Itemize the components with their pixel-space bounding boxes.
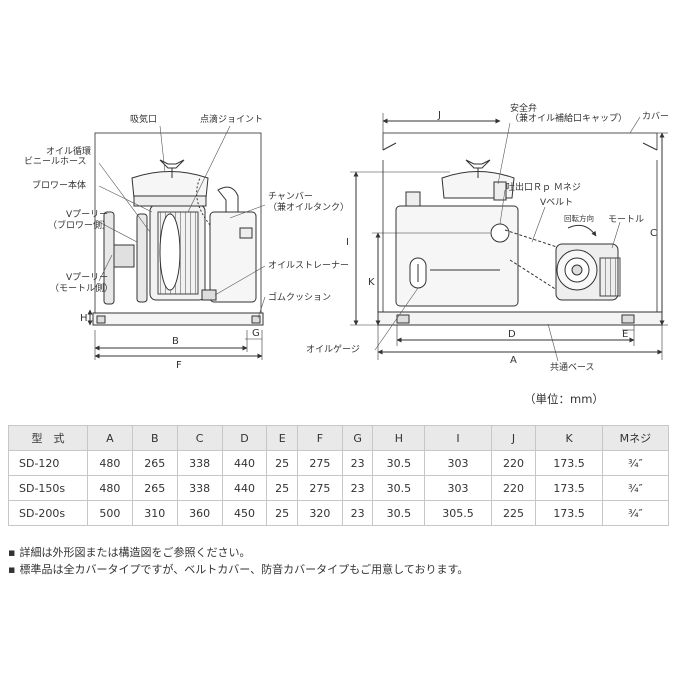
label-v-belt: Vベルト bbox=[540, 198, 573, 208]
label-v-pulley-blower-2: （ブロワー側） bbox=[48, 219, 111, 231]
label-rotation: 回転方向 bbox=[564, 213, 594, 223]
dim-k: K bbox=[368, 277, 375, 288]
table-cell: 303 bbox=[424, 450, 492, 476]
dim-a: A bbox=[510, 355, 517, 366]
dim-g: G bbox=[252, 328, 260, 339]
col-header: F bbox=[296, 425, 343, 451]
table-cell: 225 bbox=[490, 500, 537, 526]
table-cell: 320 bbox=[296, 500, 343, 526]
label-rubber-cushion: ゴムクッション bbox=[268, 291, 331, 303]
label-drip-joint: 点滴ジョイント bbox=[200, 113, 263, 125]
table-cell: 173.5 bbox=[535, 475, 603, 501]
table-cell: 30.5 bbox=[372, 500, 426, 526]
table-cell: 305.5 bbox=[424, 500, 492, 526]
table-cell: 310 bbox=[131, 500, 178, 526]
front-view-labels: 安全弁 （兼オイル補給口キャップ） カバー 吐出口Ｒｐ Ｍネジ Vベルト 回転方… bbox=[306, 102, 669, 373]
col-header: E bbox=[266, 425, 298, 451]
table-cell: ¾″ bbox=[601, 475, 670, 501]
table-cell: 23 bbox=[341, 475, 374, 501]
table-cell: 173.5 bbox=[535, 450, 603, 476]
label-intake: 吸気口 bbox=[130, 113, 157, 125]
label-motor: モートル bbox=[608, 215, 644, 225]
note-item: 詳細は外形図または構造図をご参照ください。 bbox=[8, 544, 468, 561]
table-cell: 220 bbox=[490, 450, 537, 476]
table-cell: 30.5 bbox=[372, 450, 426, 476]
dim-f: F bbox=[176, 360, 182, 371]
label-blower-body: ブロワー本体 bbox=[32, 179, 86, 191]
col-header: B bbox=[131, 425, 178, 451]
col-header: C bbox=[176, 425, 223, 451]
label-cover: カバー bbox=[642, 111, 669, 122]
cell-model: SD-120 bbox=[8, 450, 88, 476]
table-cell: 173.5 bbox=[535, 500, 603, 526]
label-v-pulley-blower-1: Vプーリー bbox=[66, 209, 108, 220]
dim-e: E bbox=[622, 329, 628, 340]
spec-table: 型 式 A B C D E F G H I J K Mネジ SD-120 480… bbox=[8, 425, 670, 526]
table-cell: 25 bbox=[266, 450, 298, 476]
table-cell: 275 bbox=[296, 475, 343, 501]
left-side-view bbox=[87, 125, 266, 360]
table-cell: 338 bbox=[176, 450, 223, 476]
table-cell: 450 bbox=[221, 500, 268, 526]
table-cell: 275 bbox=[296, 450, 343, 476]
cell-model: SD-200s bbox=[8, 500, 88, 526]
table-cell: 30.5 bbox=[372, 475, 426, 501]
col-header: 型 式 bbox=[8, 425, 88, 451]
dim-h: H bbox=[80, 313, 88, 324]
table-cell: ¾″ bbox=[601, 500, 670, 526]
table-cell: 23 bbox=[341, 450, 374, 476]
left-view-labels: 吸気口 点滴ジョイント オイル循環 ビニールホース ブロワー本体 Vプーリー （… bbox=[24, 113, 349, 371]
label-chamber-2: （兼オイルタンク） bbox=[268, 201, 349, 213]
table-cell: 338 bbox=[176, 475, 223, 501]
table-cell: 480 bbox=[87, 475, 133, 501]
cell-model: SD-150s bbox=[8, 475, 88, 501]
table-cell: 25 bbox=[266, 500, 298, 526]
table-cell: 480 bbox=[87, 450, 133, 476]
note-item: 標準品は全カバータイプですが、ベルトカバー、防音カバータイプもご用意しております… bbox=[8, 561, 468, 578]
col-header: Mネジ bbox=[601, 425, 670, 451]
front-view bbox=[350, 113, 668, 362]
table-cell: 25 bbox=[266, 475, 298, 501]
table-row: SD-150s 480 265 338 440 25 275 23 30.5 3… bbox=[8, 475, 670, 501]
col-header: G bbox=[341, 425, 374, 451]
table-cell: 265 bbox=[131, 475, 178, 501]
table-header-row: 型 式 A B C D E F G H I J K Mネジ bbox=[8, 425, 670, 451]
table-cell: ¾″ bbox=[601, 450, 670, 476]
dim-c: C bbox=[650, 228, 657, 239]
table-cell: 303 bbox=[424, 475, 492, 501]
table-row: SD-200s 500 310 360 450 25 320 23 30.5 3… bbox=[8, 500, 670, 526]
col-header: D bbox=[221, 425, 268, 451]
table-cell: 220 bbox=[490, 475, 537, 501]
label-oil-strainer: オイルストレーナー bbox=[268, 260, 349, 271]
col-header: A bbox=[87, 425, 133, 451]
technical-drawing: 吸気口 点滴ジョイント オイル循環 ビニールホース ブロワー本体 Vプーリー （… bbox=[24, 102, 669, 373]
col-header: H bbox=[372, 425, 426, 451]
label-safety-valve-1: 安全弁 bbox=[510, 102, 537, 114]
label-oil-hose-1: オイル循環 bbox=[46, 145, 91, 157]
label-oil-hose-2: ビニールホース bbox=[24, 156, 87, 167]
col-header: J bbox=[490, 425, 537, 451]
col-header: I bbox=[424, 425, 492, 451]
table-cell: 23 bbox=[341, 500, 374, 526]
label-v-pulley-motor-2: （モートル側） bbox=[50, 282, 113, 294]
table-row: SD-120 480 265 338 440 25 275 23 30.5 30… bbox=[8, 450, 670, 476]
dim-j: J bbox=[437, 110, 441, 121]
label-v-pulley-motor-1: Vプーリー bbox=[66, 272, 108, 283]
label-common-base: 共通ベース bbox=[550, 362, 595, 373]
col-header: K bbox=[535, 425, 603, 451]
table-cell: 500 bbox=[87, 500, 133, 526]
label-safety-valve-2: （兼オイル補給口キャップ） bbox=[510, 112, 627, 124]
dim-i: I bbox=[346, 237, 349, 248]
label-oil-gauge: オイルゲージ bbox=[306, 343, 360, 355]
table-cell: 360 bbox=[176, 500, 223, 526]
dim-d: D bbox=[508, 329, 516, 340]
dim-b: B bbox=[172, 336, 179, 347]
label-outlet: 吐出口Ｒｐ Ｍネジ bbox=[506, 181, 581, 193]
label-chamber-1: チャンバー bbox=[268, 191, 313, 202]
unit-label: （単位：mm） bbox=[524, 392, 604, 406]
table-cell: 440 bbox=[221, 475, 268, 501]
table-cell: 440 bbox=[221, 450, 268, 476]
table-cell: 265 bbox=[131, 450, 178, 476]
notes-list: 詳細は外形図または構造図をご参照ください。 標準品は全カバータイプですが、ベルト… bbox=[8, 544, 468, 578]
